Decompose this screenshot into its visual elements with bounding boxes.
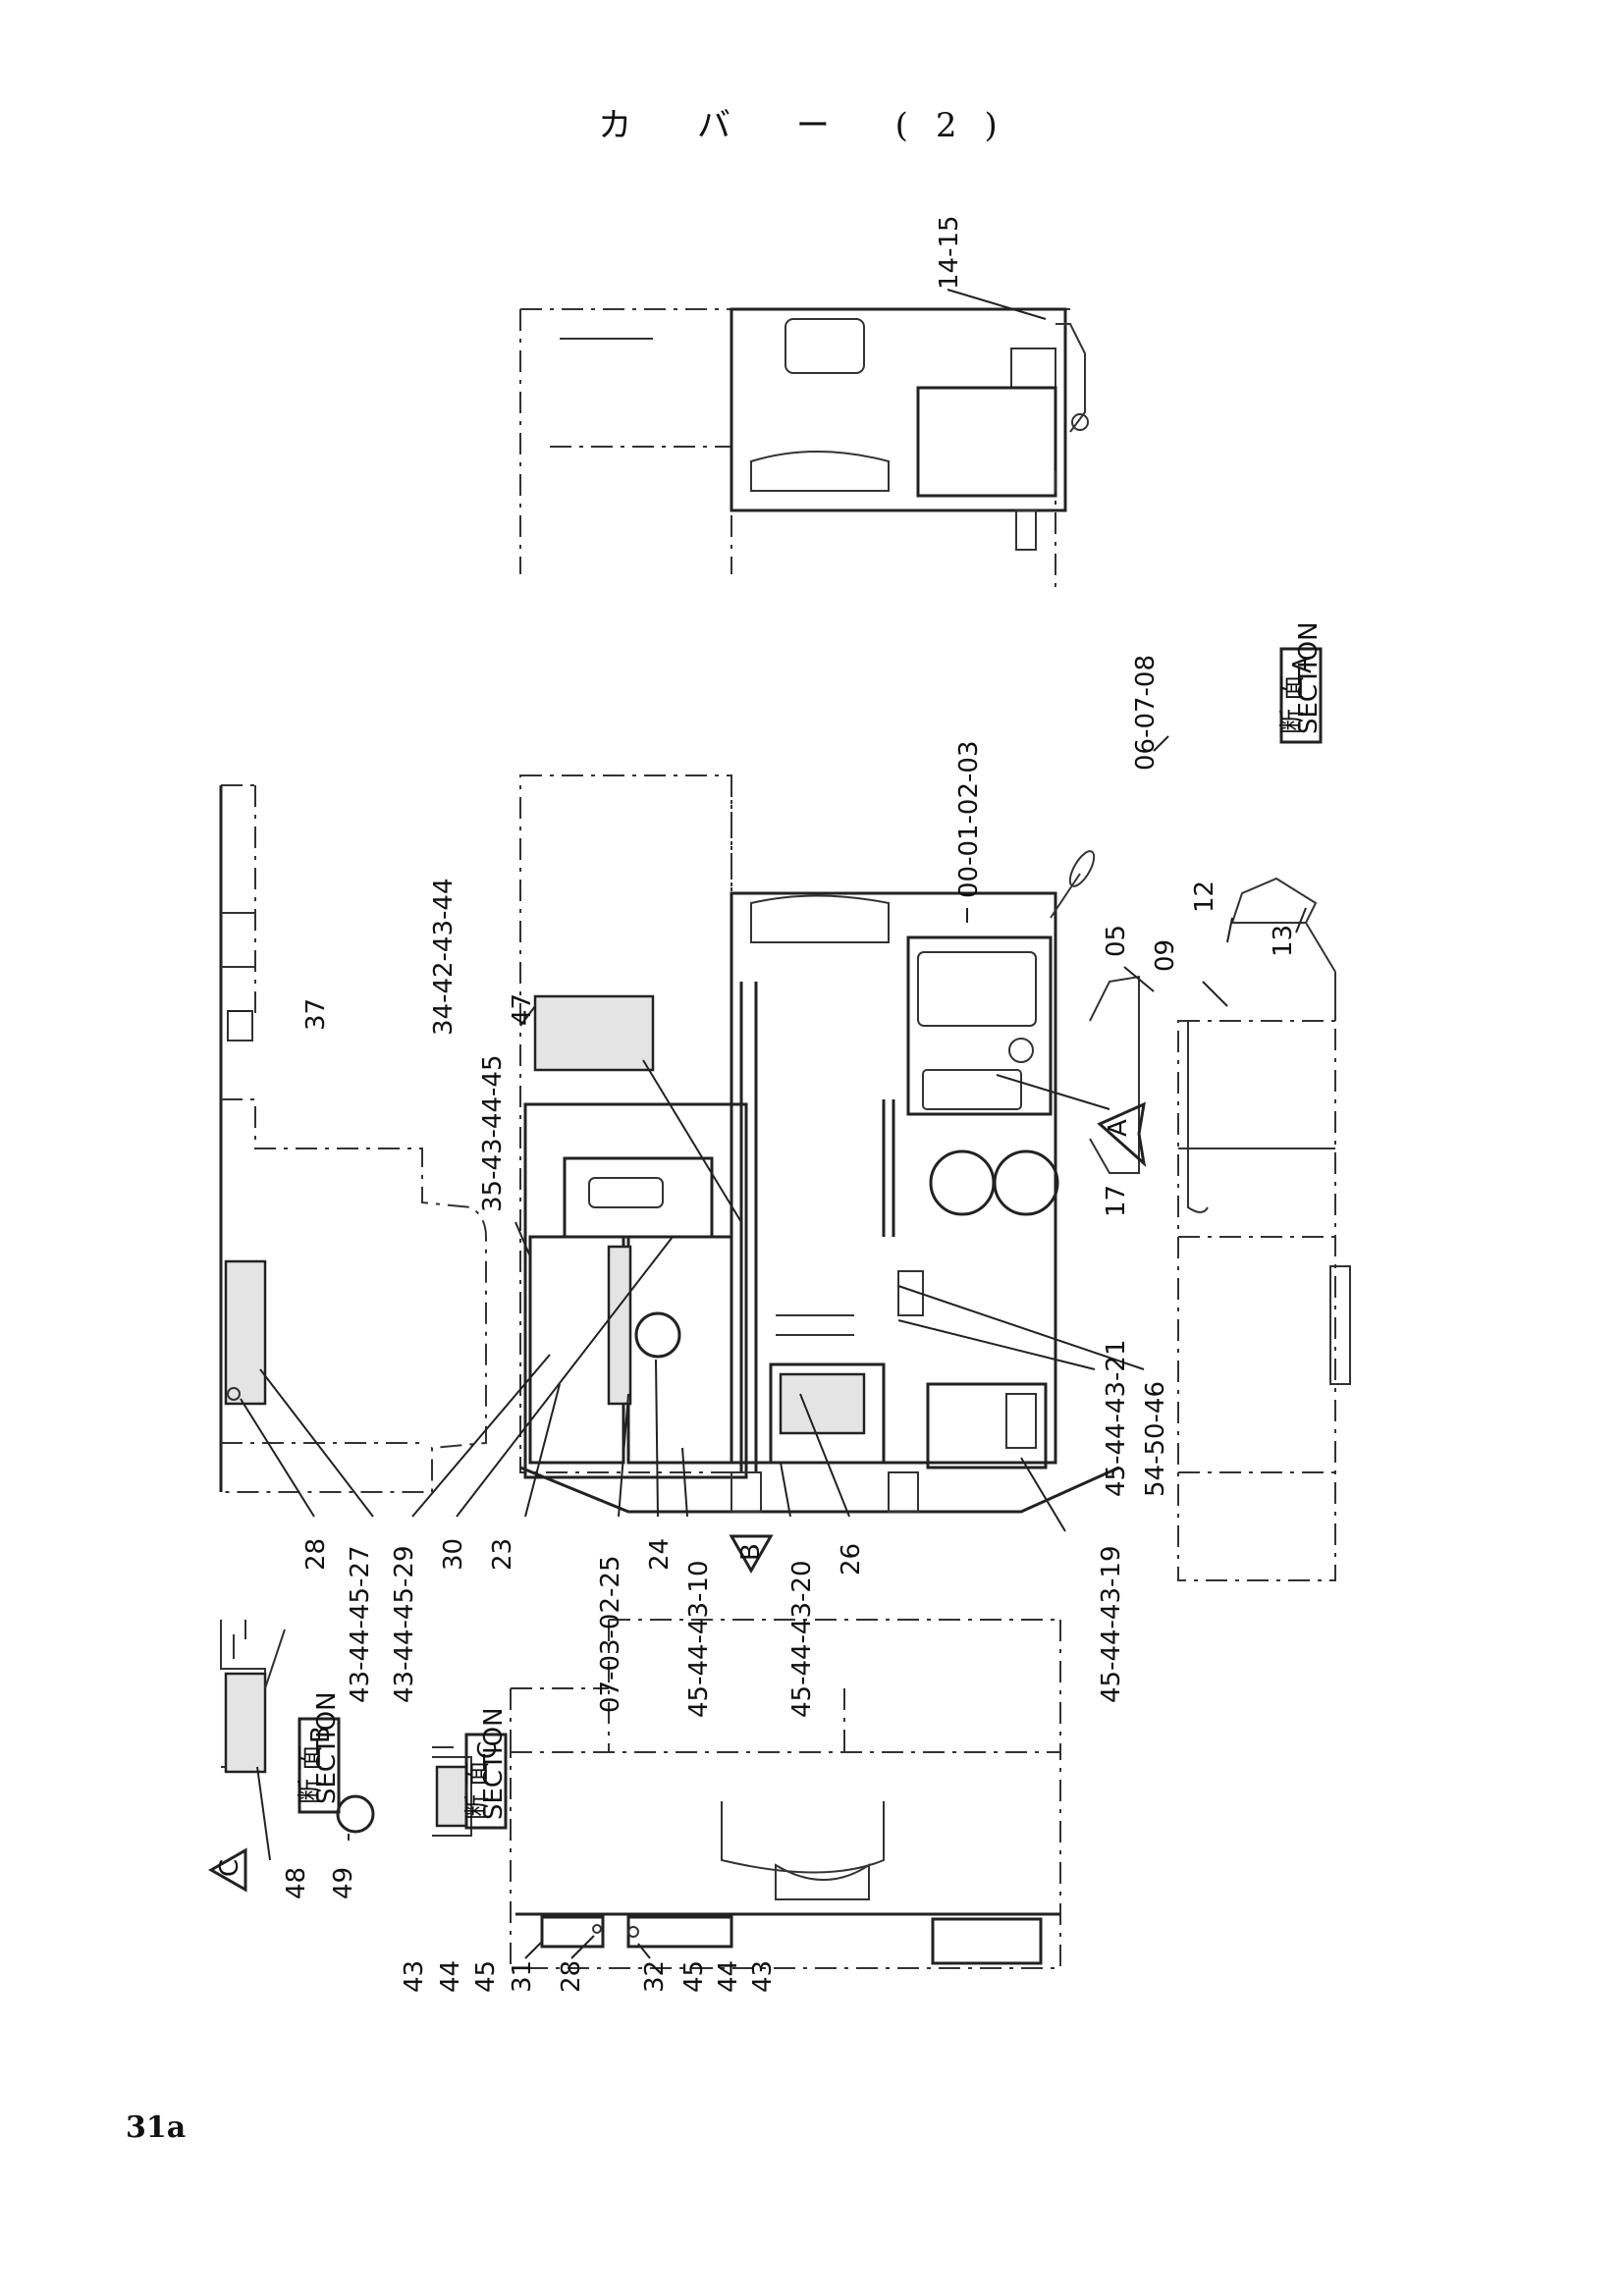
label-17: 17 (1102, 1185, 1131, 1217)
leader-lines (228, 289, 1307, 1959)
label-45-44-43-20: 45-44-43-20 (787, 1561, 817, 1718)
label-07-03-02-25: 07-03-02-25 (596, 1556, 625, 1713)
view-marker-a: A (1097, 1101, 1147, 1167)
label-45: 45 (471, 1960, 501, 1993)
label-14-15: 14-15 (935, 215, 964, 290)
label-37: 37 (301, 998, 331, 1031)
label-05: 05 (1102, 925, 1131, 957)
section-c-kanji: 断 面 (463, 1761, 493, 1820)
label-48: 48 (282, 1867, 311, 1899)
label-45-lower: 45 (679, 1960, 709, 1993)
label-34-42-43-44: 34-42-43-44 (429, 879, 459, 1036)
page-title: カ バ ー (2) (598, 106, 1025, 145)
section-c-tag: 断 面 SECTION C (463, 1707, 509, 1830)
section-b-en: SECTION (312, 1691, 342, 1804)
label-54-50-46: 54-50-46 (1141, 1381, 1170, 1497)
svg-text:C: C (215, 1859, 244, 1877)
label-28: 28 (301, 1538, 331, 1571)
part-labels: 14-15 06-07-08 00-01-02-03 05 09 12 13 1… (282, 215, 1298, 1993)
lower-view (220, 1619, 1061, 1969)
svg-text:A: A (1104, 1119, 1133, 1137)
label-12: 12 (1190, 881, 1219, 913)
section-b-kanji: 断 面 (297, 1745, 326, 1804)
view-marker-b: B (729, 1534, 774, 1575)
label-43-44-45-27: 43-44-45-27 (346, 1546, 375, 1703)
label-24: 24 (645, 1538, 675, 1571)
section-a-tag: 断 面 SECTION A (1278, 621, 1324, 744)
label-28-lower: 28 (557, 1960, 586, 1993)
label-43: 43 (400, 1960, 429, 1993)
top-view (519, 307, 1089, 589)
label-13: 13 (1269, 925, 1298, 957)
main-view (219, 774, 1351, 1581)
svg-text:B: B (736, 1543, 766, 1561)
label-44: 44 (436, 1960, 465, 1993)
section-c-letter: C (473, 1741, 503, 1759)
label-26: 26 (837, 1543, 866, 1575)
label-49: 49 (329, 1867, 358, 1899)
label-43-44-45-29: 43-44-45-29 (390, 1546, 419, 1703)
section-a-kanji: 断 面 (1278, 675, 1308, 734)
part-49-symbol (336, 1794, 375, 1834)
view-marker-c: C (207, 1847, 247, 1893)
label-47: 47 (508, 993, 537, 1026)
label-30: 30 (439, 1538, 468, 1571)
label-32: 32 (640, 1960, 670, 1993)
section-b-tag: 断 面 SECTION B (297, 1691, 342, 1814)
section-c-en: SECTION (479, 1707, 509, 1820)
label-09: 09 (1151, 939, 1180, 972)
label-23: 23 (488, 1538, 517, 1571)
section-b-letter: B (306, 1726, 336, 1743)
label-35-43-44-45: 35-43-44-45 (478, 1055, 508, 1212)
label-45-44-43-21: 45-44-43-21 (1102, 1340, 1131, 1497)
label-06-07-08: 06-07-08 (1131, 655, 1161, 771)
label-45-44-43-10: 45-44-43-10 (684, 1561, 714, 1718)
label-45-44-43-19: 45-44-43-19 (1097, 1546, 1126, 1703)
section-a-letter: A (1288, 656, 1318, 673)
page-number: 31a (126, 2110, 187, 2145)
label-43-lower: 43 (748, 1960, 778, 1993)
label-44-lower: 44 (714, 1960, 743, 1993)
label-00-01-02-03: 00-01-02-03 (954, 741, 984, 898)
section-a-en: SECTION (1294, 621, 1324, 734)
label-31: 31 (508, 1960, 537, 1993)
